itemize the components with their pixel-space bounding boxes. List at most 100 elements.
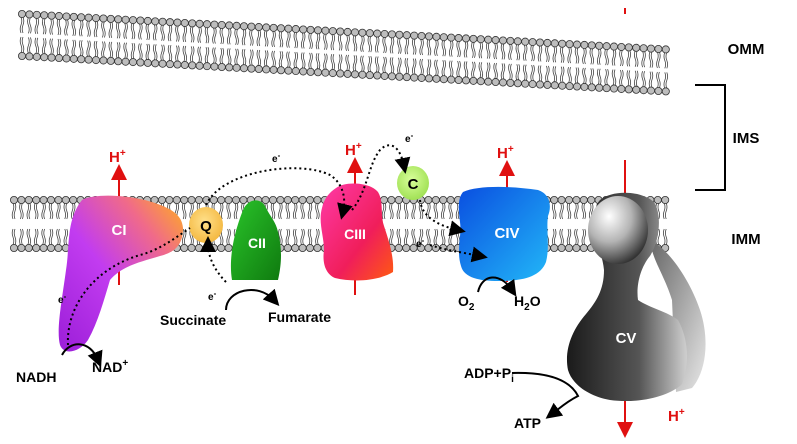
lipid-head	[343, 27, 352, 36]
proton-label-c4: H+	[497, 144, 514, 162]
lipid-head	[39, 243, 48, 252]
lipid-tail	[515, 44, 520, 81]
lipid-tail	[434, 39, 439, 76]
electron-label-q-c3: e-	[272, 151, 281, 165]
lipid-tail	[41, 202, 46, 246]
lipid-head	[321, 68, 330, 77]
h2o-label: H2O	[514, 293, 541, 313]
lipid-head	[225, 21, 234, 30]
lipid-tail	[301, 32, 306, 69]
lipid-head	[9, 195, 18, 204]
lipid-head	[402, 31, 411, 40]
lipid-head	[239, 22, 248, 31]
lipid-head	[247, 64, 256, 73]
lipid-head	[180, 60, 189, 69]
lipid-tail	[130, 22, 136, 60]
lipid-head	[580, 82, 589, 91]
outer-mitochondrial-membrane	[17, 9, 670, 96]
lipid-tail	[233, 202, 239, 246]
lipid-head	[276, 24, 285, 33]
lipid-tail	[537, 45, 543, 82]
lipid-head	[268, 195, 277, 204]
lipid-tail	[559, 202, 564, 246]
lipid-tail	[508, 43, 513, 81]
lipid-tail	[663, 202, 668, 246]
lipid-head	[432, 74, 441, 83]
lipid-tail	[449, 40, 454, 77]
lipid-head	[565, 40, 574, 49]
lipid-tail	[426, 202, 431, 246]
lipid-tail	[500, 43, 506, 80]
lipid-head	[387, 195, 396, 204]
lipid-tail	[219, 202, 224, 246]
electron-label-c1: e-	[58, 292, 67, 306]
lipid-tail	[160, 24, 165, 61]
lipid-head	[39, 195, 48, 204]
lipid-head	[521, 37, 530, 46]
lipid-head	[632, 43, 641, 52]
lipid-head	[239, 64, 248, 73]
lipid-head	[47, 11, 56, 20]
lipid-head	[158, 59, 167, 68]
lipid-head	[283, 243, 292, 252]
lipid-head	[299, 25, 308, 34]
lipid-head	[232, 21, 241, 30]
lipid-head	[454, 34, 463, 43]
lipid-head	[350, 28, 359, 37]
lipid-head	[632, 85, 641, 94]
lipid-head	[313, 26, 322, 35]
lipid-head	[9, 243, 18, 252]
lipid-head	[654, 87, 663, 96]
nadh-to-nad-arrow	[61, 343, 103, 368]
lipid-tail	[433, 202, 438, 246]
lipid-tail	[307, 202, 313, 246]
complex-v-label: CV	[616, 330, 637, 347]
lipid-head	[579, 195, 588, 204]
lipid-head	[410, 31, 419, 40]
lipid-head	[661, 45, 670, 54]
imm-label: IMM	[731, 231, 760, 248]
electron-path-q-c3	[205, 167, 353, 220]
lipid-head	[106, 14, 115, 23]
lipid-tail	[278, 31, 284, 68]
lipid-tail	[581, 202, 586, 246]
lipid-head	[661, 195, 670, 204]
lipid-tail	[597, 48, 602, 85]
atp-label: ATP	[514, 415, 541, 431]
lipid-head	[447, 75, 456, 84]
lipid-tail	[204, 27, 210, 64]
lipid-head	[587, 83, 596, 92]
lipid-head	[306, 67, 315, 76]
omm-label: OMM	[728, 41, 765, 58]
lipid-head	[484, 35, 493, 44]
lipid-tail	[197, 26, 202, 63]
lipid-head	[617, 84, 626, 93]
lipid-tail	[448, 202, 453, 246]
lipid-tail	[138, 23, 143, 60]
lipid-head	[476, 77, 485, 86]
lipid-tail	[604, 49, 609, 86]
lipid-head	[595, 41, 604, 50]
lipid-head	[550, 195, 559, 204]
lipid-head	[565, 195, 574, 204]
lipid-tail	[293, 202, 298, 246]
lipid-head	[298, 243, 307, 252]
lipid-head	[194, 195, 203, 204]
lipid-head	[647, 86, 656, 95]
lipid-tail	[471, 41, 476, 78]
lipid-head	[106, 56, 115, 65]
complex-i-shape	[58, 195, 183, 352]
lipid-tail	[404, 202, 409, 246]
lipid-head	[77, 13, 86, 22]
lipid-head	[536, 80, 545, 89]
lipid-head	[194, 243, 203, 252]
lipid-tail	[486, 42, 491, 79]
lipid-head	[513, 37, 522, 46]
lipid-head	[506, 36, 515, 45]
lipid-tail	[589, 48, 594, 85]
lipid-tail	[182, 202, 187, 246]
lipid-head	[165, 60, 174, 69]
lipid-head	[232, 63, 241, 72]
lipid-head	[262, 65, 271, 74]
